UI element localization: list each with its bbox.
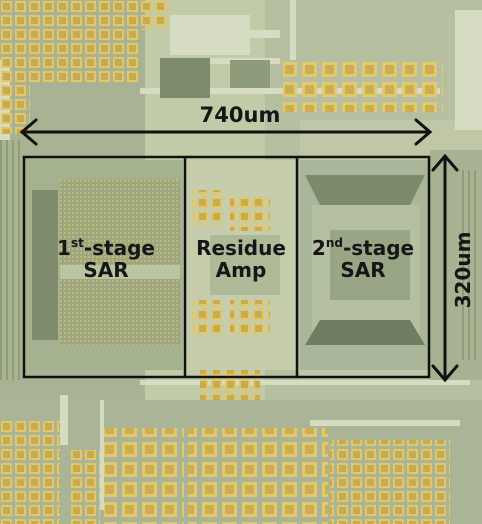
first-stage-text: -stage [83, 236, 155, 260]
width-label: 740um [199, 103, 281, 127]
first-stage-number: 1 [57, 236, 71, 260]
residue-text: Residue [196, 236, 286, 260]
second-stage-text: -stage [342, 236, 415, 260]
second-stage-sar-label: 2nd-stage SAR [298, 236, 428, 282]
pad-array [0, 418, 60, 524]
residue-amp-label: Residue Amp [186, 236, 296, 282]
first-stage-sar-text: SAR [83, 257, 129, 282]
width-dimension-arrow [19, 118, 433, 146]
amp-text: Amp [215, 257, 267, 282]
second-stage-sar-text: SAR [340, 257, 386, 282]
first-stage-sar-label: 1st-stage SAR [28, 236, 184, 282]
block-first-stage-sar [22, 155, 431, 379]
pad-array [0, 0, 140, 84]
second-stage-suffix: nd [325, 236, 343, 250]
second-stage-number: 2 [311, 236, 326, 260]
block-outlines [22, 155, 431, 379]
height-label: 320um [451, 231, 475, 309]
height-dimension-arrow [431, 153, 459, 383]
first-stage-suffix: st [70, 236, 84, 250]
pad-array [283, 60, 443, 112]
